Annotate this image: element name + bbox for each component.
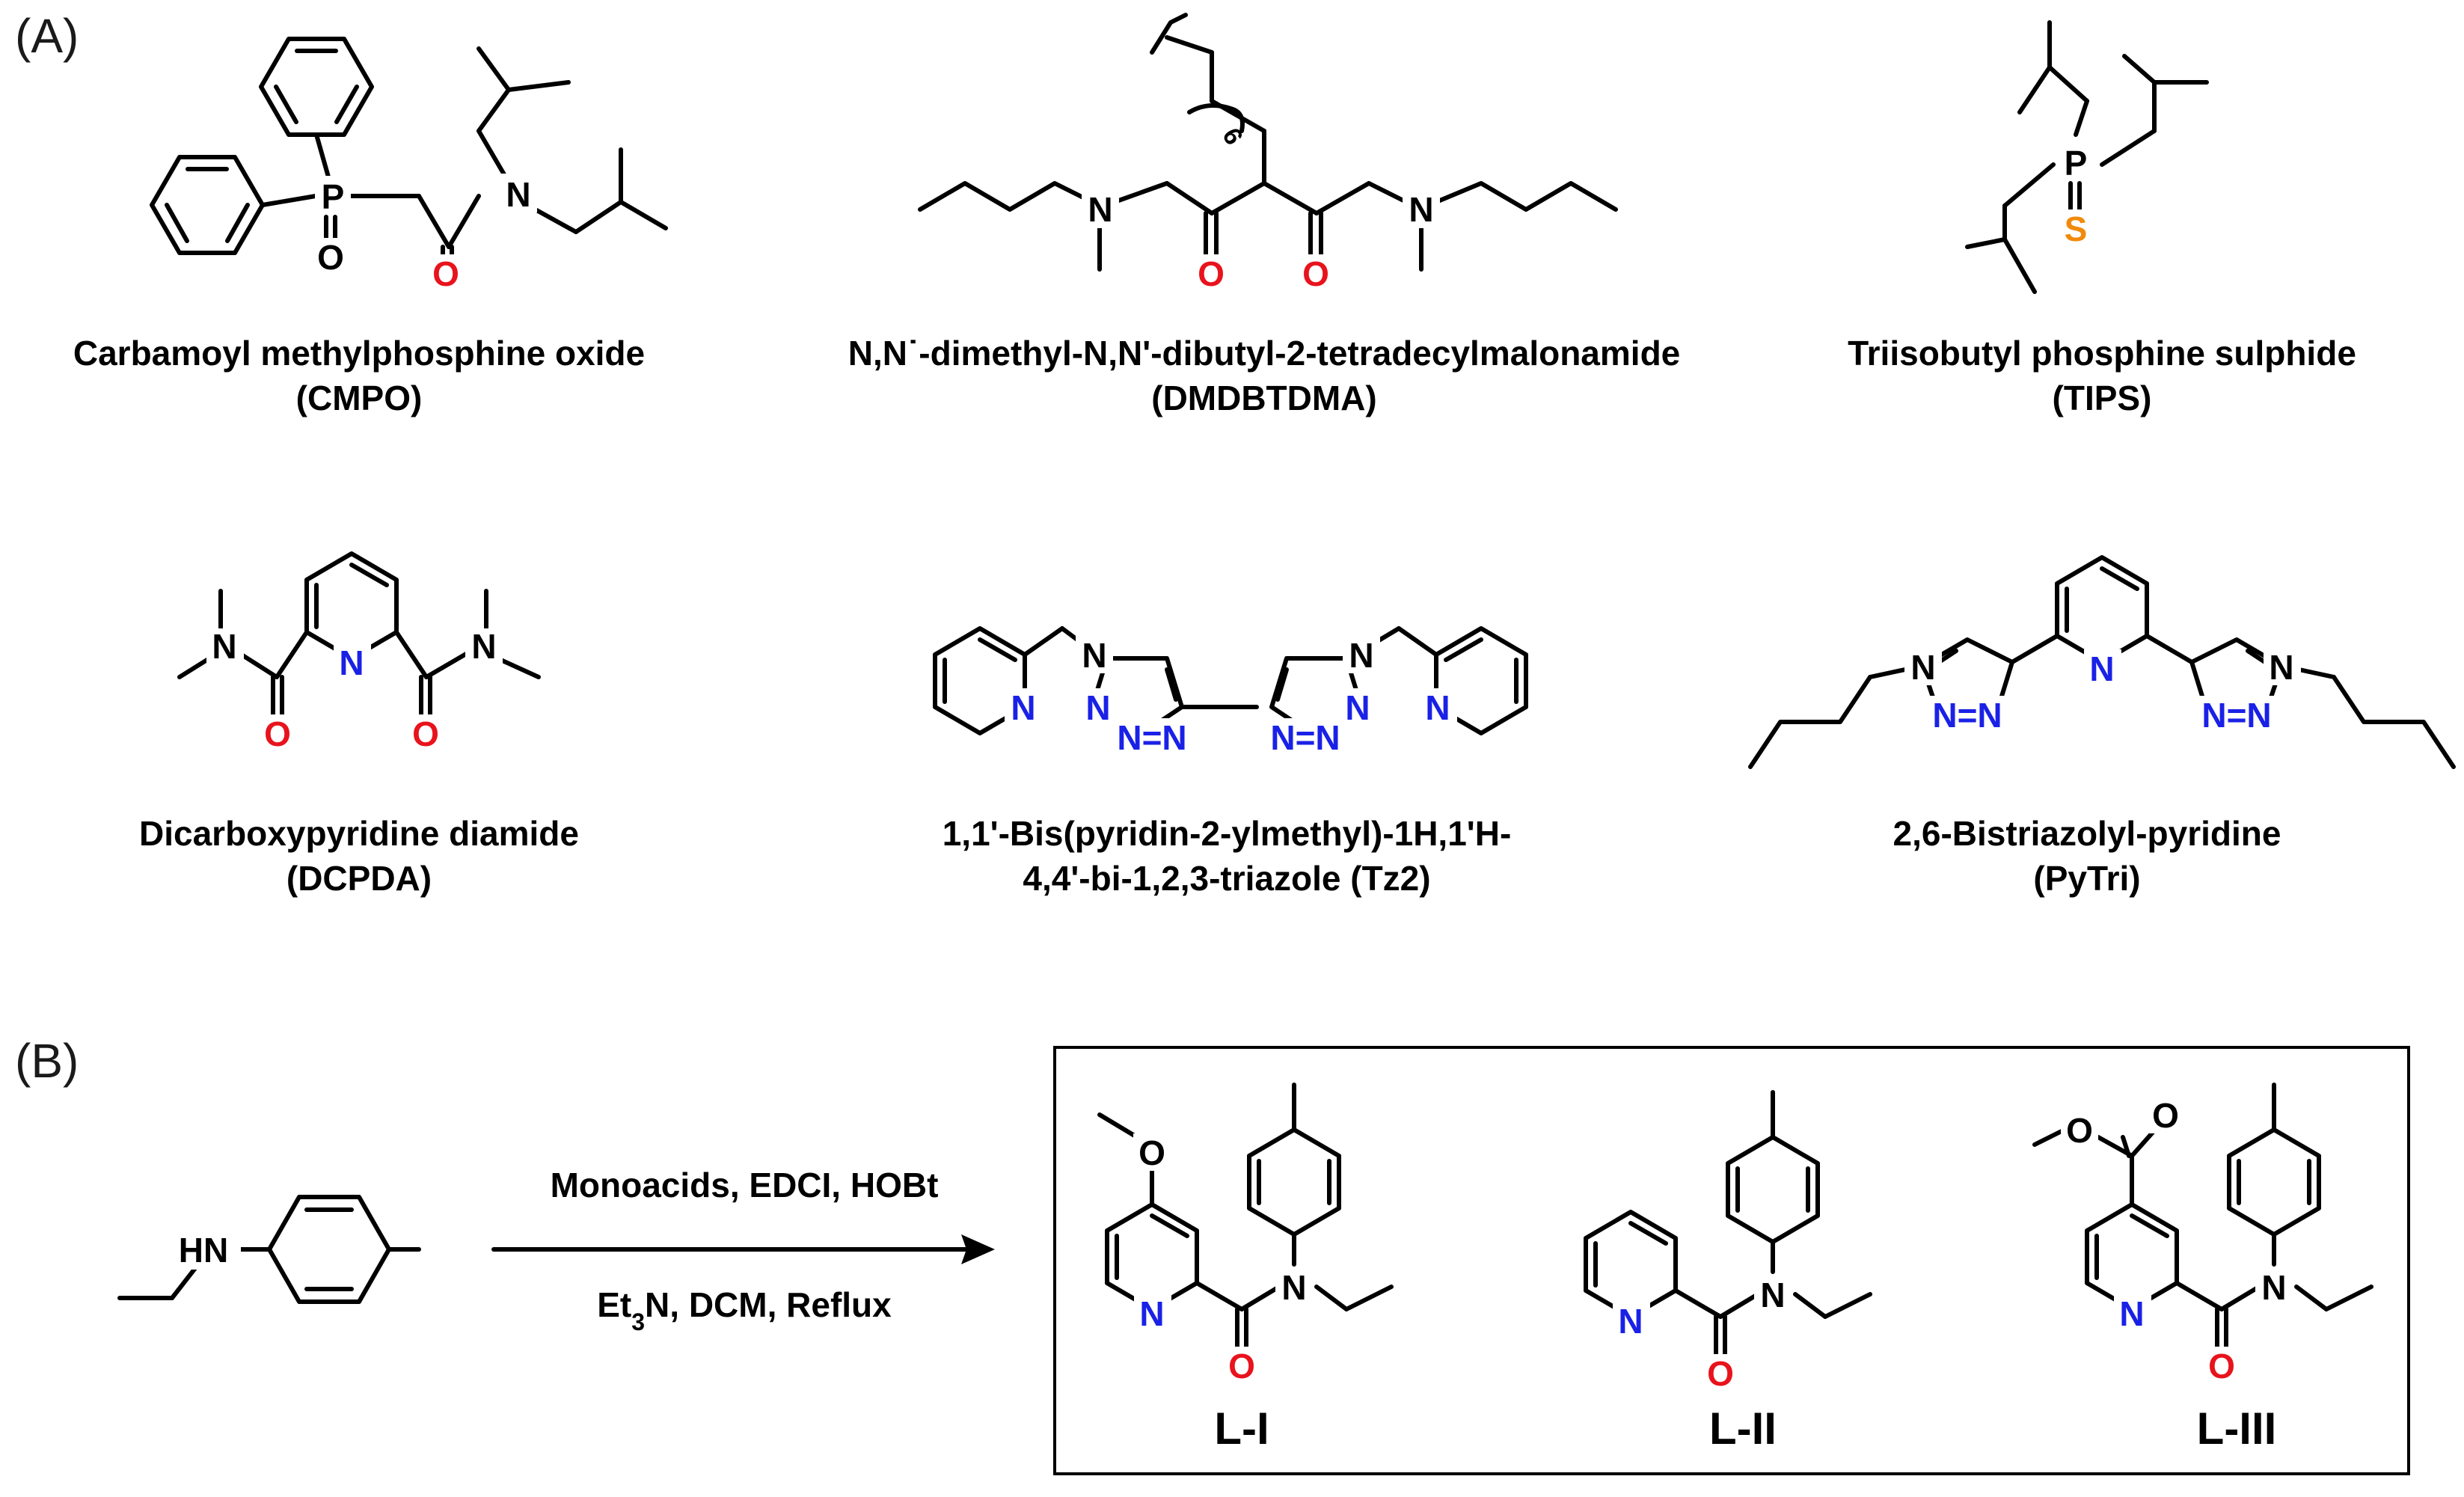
cmpo-nitrogen: N: [506, 175, 530, 214]
l2-amide-nitrogen: N: [1760, 1276, 1785, 1314]
tips-sulfur: S: [2065, 209, 2088, 248]
l1-carbonyl-oxygen: O: [1228, 1347, 1255, 1386]
products-box: [1053, 1046, 2410, 1475]
tips-structure: P S: [1965, 20, 2209, 294]
pytri-left-triazole-nn: N=N: [1932, 696, 2002, 735]
tz2-right-triazole-n1: N: [1349, 636, 1373, 675]
tz2-left-triazole-n2: N: [1085, 688, 1110, 727]
cmpo-name: Carbamoyl methylphosphine oxide: [73, 334, 645, 373]
tz2-right-pyridine-nitrogen: N: [1425, 688, 1450, 727]
l3-pyridine-nitrogen: N: [2119, 1294, 2144, 1333]
pytri-right-triazole-nn: N=N: [2201, 696, 2271, 735]
cmpo-phosphorus: P: [322, 177, 345, 216]
dcpda-structure: N N N O O: [177, 551, 541, 753]
pytri-pyridine-nitrogen: N: [2089, 649, 2114, 688]
l1-amide-nitrogen: N: [1281, 1268, 1306, 1307]
ligand-l1-structure: O N N O: [1097, 1083, 1394, 1386]
l3-ester-carbonyl-oxygen: O: [2152, 1096, 2179, 1135]
ligand-l2-label: L-II: [1709, 1403, 1777, 1454]
dmdbtdma-oxygen-left: O: [1198, 254, 1225, 293]
pytri-abbr: (PyTri): [2033, 859, 2140, 898]
panel-a-label: (A): [15, 9, 79, 63]
dcpda-name: Dicarboxypyridine diamide: [139, 814, 579, 853]
panel-b-label: (B): [15, 1034, 79, 1088]
tz2-left-triazole-n1: N: [1082, 636, 1106, 675]
dmdbtdma-structure: N N O O 6: [918, 13, 1618, 293]
dmdbtdma-abbr: (DMDBTDMA): [1151, 379, 1376, 417]
l3-amide-nitrogen: N: [2261, 1268, 2286, 1307]
tz2-name-line1: 1,1'-Bis(pyridin-2-ylmethyl)-1H,1'H-: [943, 814, 1512, 853]
ligand-l2-structure: N N O: [1584, 1090, 1872, 1393]
ligand-l3-label: L-III: [2197, 1403, 2277, 1454]
dcpda-pyridine-nitrogen: N: [339, 643, 364, 682]
dmdbtdma-repeat-count: 6: [1216, 123, 1248, 150]
tz2-name-line2: 4,4'-bi-1,2,3-triazole (Tz2): [1023, 859, 1430, 898]
pytri-left-triazole-n1: N: [1910, 648, 1935, 687]
cmpo-structure: P O O N: [150, 37, 668, 293]
ligand-l1-label: L-I: [1214, 1403, 1269, 1454]
l2-carbonyl-oxygen: O: [1707, 1354, 1734, 1393]
l2-pyridine-nitrogen: N: [1618, 1302, 1643, 1341]
dcpda-abbr: (DCPDA): [286, 859, 432, 898]
dmdbtdma-name: N,N˙-dimethyl-N,N'-dibutyl-2-tetradecylm…: [848, 334, 1681, 373]
tz2-right-triazole-n2: N: [1345, 688, 1370, 727]
l1-pyridine-nitrogen: N: [1139, 1294, 1164, 1333]
tz2-left-triazole-n3: N=N: [1117, 718, 1186, 757]
n-ethyl-p-toluidine-structure: HN: [117, 1195, 421, 1304]
pytri-name: 2,6-Bistriazolyl-pyridine: [1893, 814, 2281, 853]
dcpda-nitrogen-right: N: [471, 627, 496, 666]
l3-ester-oxygen: O: [2066, 1111, 2093, 1150]
cmpo-phosphoryl-oxygen: O: [317, 238, 344, 277]
pytri-right-triazole-n1: N: [2269, 648, 2293, 687]
l3-carbonyl-oxygen: O: [2208, 1347, 2235, 1386]
tips-name: Triisobutyl phosphine sulphide: [1848, 334, 2356, 373]
amine-nh: HN: [179, 1231, 228, 1270]
ligand-l3-structure: O O N N O: [2032, 1083, 2373, 1386]
l1-methoxy-oxygen: O: [1138, 1133, 1165, 1172]
reaction-conditions-top: Monoacids, EDCI, HOBt: [551, 1166, 939, 1204]
reaction-arrowhead: [961, 1234, 995, 1264]
cmpo-abbr: (CMPO): [296, 379, 423, 417]
dcpda-oxygen-left: O: [264, 714, 291, 753]
reaction-conditions-bottom: Et3N, DCM, Reflux: [597, 1285, 892, 1335]
dmdbtdma-oxygen-right: O: [1302, 254, 1329, 293]
tips-phosphorus: P: [2065, 144, 2088, 183]
pytri-structure: N N N=N N N=N: [1748, 555, 2456, 769]
dmdbtdma-nitrogen-left: N: [1088, 190, 1112, 229]
cmpo-carbonyl-oxygen: O: [432, 254, 459, 293]
dmdbtdma-nitrogen-right: N: [1409, 190, 1433, 229]
tips-abbr: (TIPS): [2053, 379, 2152, 417]
tz2-left-pyridine-nitrogen: N: [1011, 688, 1035, 727]
tz2-right-triazole-n3: N=N: [1270, 718, 1340, 757]
dcpda-oxygen-right: O: [412, 714, 439, 753]
tz2-structure: N N N N=N N=N N N N: [933, 626, 1528, 757]
dcpda-nitrogen-left: N: [212, 627, 236, 666]
